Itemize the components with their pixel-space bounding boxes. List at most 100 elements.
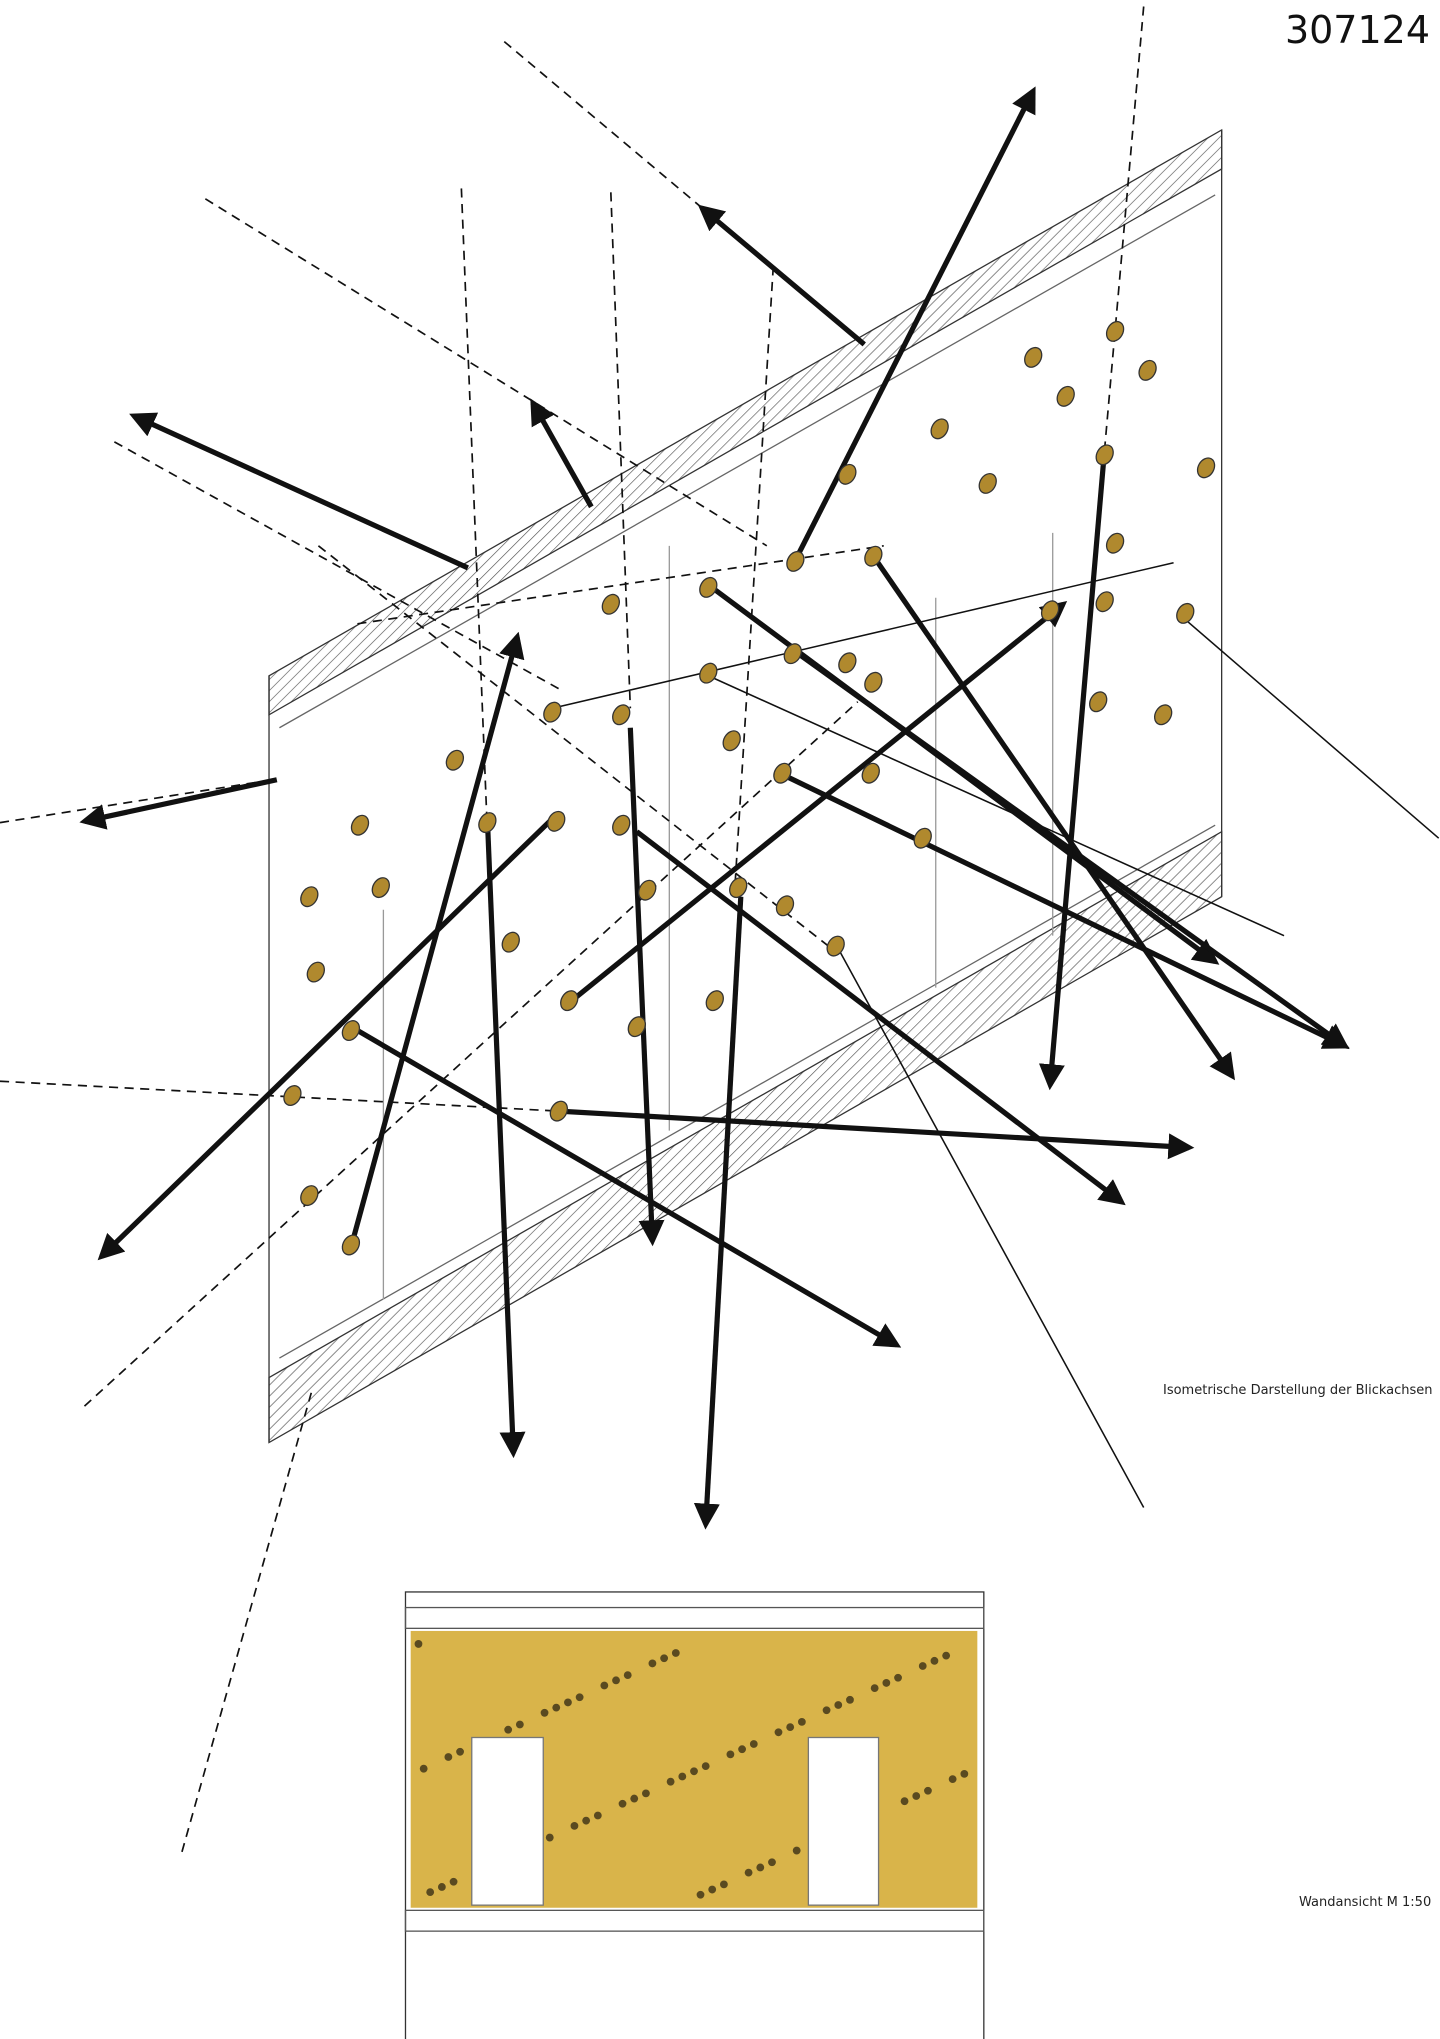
climbing-hold: [1089, 691, 1108, 713]
elevation-hold: [642, 1789, 650, 1798]
sightline-arrow: [129, 412, 469, 571]
elevation-hold: [786, 1723, 795, 1732]
elevation-hold: [660, 1654, 669, 1663]
climbing-hold: [283, 1085, 302, 1106]
sightline-arrow: [627, 727, 665, 1247]
elevation-hold: [545, 1833, 554, 1842]
climbing-hold: [775, 895, 795, 917]
climbing-hold: [638, 879, 657, 901]
dashed-sightline: [1103, 6, 1145, 449]
door-left: [471, 1736, 544, 1906]
elevation-hold: [552, 1703, 561, 1712]
climbing-hold: [371, 877, 390, 899]
climbing-hold: [861, 762, 880, 784]
climbing-hold: [601, 593, 621, 615]
thin-sightline: [1182, 616, 1440, 839]
elevation-hold: [540, 1708, 549, 1717]
climbing-hold: [350, 814, 370, 836]
climbing-hold: [478, 812, 497, 834]
elevation-caption: Wandansicht M 1:50: [1299, 1895, 1432, 1910]
climbing-hold: [864, 545, 883, 567]
elevation-hold: [593, 1811, 602, 1820]
elevation-hold: [600, 1681, 609, 1690]
dashed-sightline: [733, 266, 775, 897]
climbing-hold: [930, 418, 949, 440]
elevation-hold: [564, 1698, 572, 1707]
climbing-hold: [705, 990, 724, 1012]
climbing-hold: [560, 990, 579, 1012]
sightline-arrow: [349, 1024, 902, 1348]
elevation-hold: [575, 1693, 584, 1702]
climbing-hold: [1138, 359, 1157, 381]
thin-sightlines: [552, 561, 1440, 1508]
elevation-hold: [720, 1880, 728, 1889]
climbing-hold: [913, 827, 932, 849]
isometric-caption: Isometrische Darstellung der Blickachsen: [1163, 1383, 1433, 1398]
elevation-hold: [666, 1777, 675, 1786]
climbing-hold: [838, 463, 857, 485]
climbing-hold: [786, 550, 805, 572]
sightline-arrow: [693, 896, 744, 1530]
climbing-hold: [543, 701, 562, 723]
climbing-hold: [729, 877, 748, 899]
climbing-hold: [300, 886, 319, 908]
sightline-arrow: [530, 398, 594, 509]
dashed-sightline: [83, 701, 859, 1407]
climbing-hold: [612, 814, 631, 836]
elevation-hold: [419, 1764, 428, 1773]
climbing-hold: [1154, 704, 1173, 726]
climbing-hold: [826, 935, 845, 957]
dashed-sightline: [317, 545, 833, 950]
elevation-hold: [846, 1695, 854, 1704]
wall-top-band: [268, 128, 1223, 716]
elevation-hold: [774, 1728, 783, 1737]
sightline-arrow: [868, 550, 1236, 1081]
elevation-hold: [797, 1718, 806, 1726]
elevation-hold: [444, 1753, 453, 1761]
climbing-hold: [1105, 532, 1125, 554]
climbing-holds: [283, 320, 1216, 1256]
wall-bottom-band: [268, 830, 1223, 1444]
climbing-hold: [306, 961, 325, 983]
elevation-hold: [504, 1725, 513, 1734]
climbing-hold: [612, 704, 631, 726]
sightline-arrow: [697, 204, 866, 347]
sightline-arrow: [790, 86, 1036, 567]
thin-sightline: [552, 561, 1174, 710]
elevation-hold: [414, 1640, 423, 1648]
climbing-hold: [699, 662, 718, 684]
elevation-hold: [924, 1786, 932, 1795]
elevation-hold: [708, 1885, 717, 1894]
climbing-hold: [549, 1100, 569, 1122]
elevation-hold: [942, 1651, 951, 1660]
sightline-arrows: [79, 86, 1350, 1530]
dashed-sightline: [204, 198, 768, 547]
dashed-sightline: [113, 441, 560, 690]
sheet-number: 307124: [1284, 8, 1430, 52]
elevation-hold: [930, 1656, 939, 1665]
elevation-hold: [756, 1863, 765, 1872]
climbing-hold: [341, 1020, 361, 1042]
climbing-hold: [699, 576, 718, 598]
sightline-arrow: [484, 818, 526, 1459]
climbing-hold: [978, 472, 997, 494]
climbing-hold: [445, 749, 465, 771]
elevation-hold: [870, 1684, 879, 1693]
elevation-hold: [437, 1883, 446, 1891]
dashed-sightline: [609, 192, 632, 709]
elevation-hold: [822, 1706, 831, 1715]
climbing-hold: [1176, 602, 1195, 624]
elevation-hold: [648, 1659, 657, 1668]
elevation-hold: [918, 1662, 927, 1670]
climbing-hold: [627, 1016, 646, 1038]
elevation-hold: [449, 1877, 458, 1886]
elevation-hold: [960, 1769, 969, 1778]
climbing-hold: [300, 1185, 319, 1207]
climbing-hold: [1105, 320, 1125, 342]
sightline-arrow: [1038, 448, 1108, 1091]
elevation-hold: [570, 1821, 579, 1830]
elevation-hold: [768, 1858, 776, 1867]
elevation-hold: [456, 1747, 464, 1756]
sightline-arrow: [79, 777, 278, 830]
